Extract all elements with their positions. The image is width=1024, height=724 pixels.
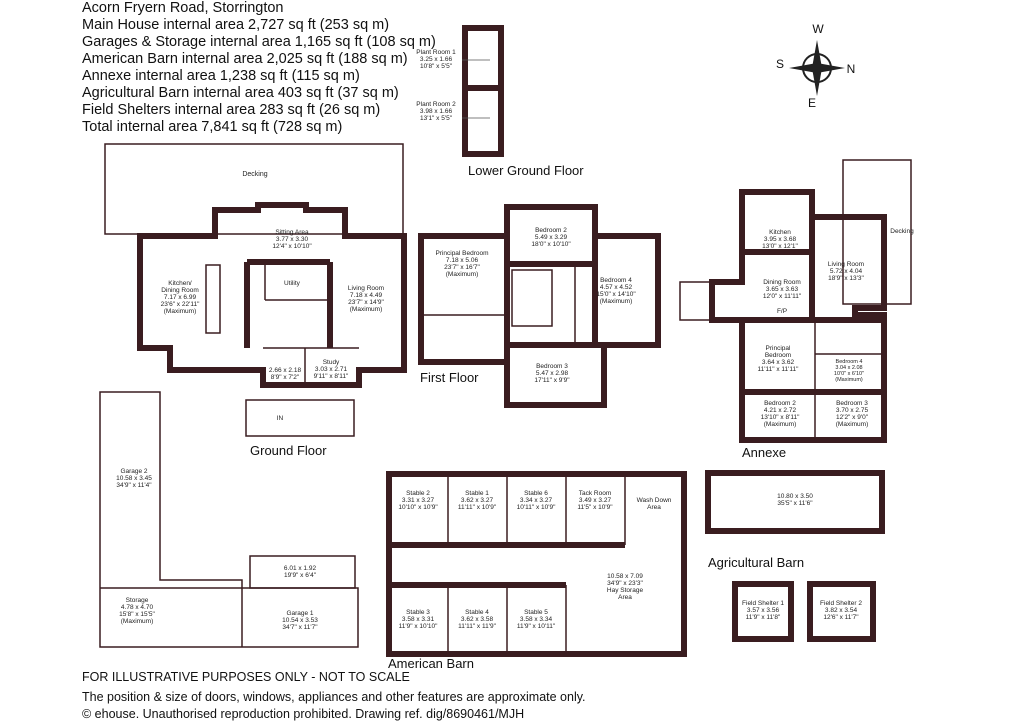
utility-label: Utility [284, 280, 301, 287]
fireplace-label: F/P [777, 308, 787, 315]
first-floor-label: First Floor [420, 370, 479, 385]
annexe-decking-label: Decking [890, 228, 914, 235]
entrance-label: IN [277, 415, 284, 422]
property-address: Acorn Fryern Road, Storrington [82, 0, 284, 16]
compass-s: S [776, 57, 784, 71]
area-garages: Garages & Storage internal area 1,165 sq… [82, 34, 436, 50]
decking-label: Decking [242, 171, 267, 178]
american-barn-label: American Barn [388, 656, 474, 671]
area-american-barn: American Barn internal area 2,025 sq ft … [82, 51, 408, 67]
compass-e: E [808, 96, 816, 110]
compass-icon: W S N E [776, 22, 855, 110]
disclaimer-text: The position & size of doors, windows, a… [82, 690, 586, 704]
area-main-house: Main House internal area 2,727 sq ft (25… [82, 17, 390, 33]
area-field-shelters: Field Shelters internal area 283 sq ft (… [82, 102, 381, 118]
annexe-label: Annexe [742, 445, 786, 460]
svg-text:2.66 x 2.188'9" x 7'2": 2.66 x 2.188'9" x 7'2" [269, 367, 302, 381]
area-total: Total internal area 7,841 sq ft (728 sq … [82, 119, 343, 135]
area-agricultural-barn: Agricultural Barn internal area 403 sq f… [82, 85, 399, 101]
ground-floor-label: Ground Floor [250, 443, 327, 458]
compass-w: W [812, 22, 824, 36]
disclaimer-title: FOR ILLUSTRATIVE PURPOSES ONLY - NOT TO … [82, 670, 410, 684]
agricultural-barn-label: Agricultural Barn [708, 555, 804, 570]
area-annexe: Annexe internal area 1,238 sq ft (115 sq… [82, 68, 360, 84]
compass-n: N [847, 62, 856, 76]
copyright-text: © ehouse. Unauthorised reproduction proh… [82, 707, 525, 721]
lower-ground-floor-label: Lower Ground Floor [468, 163, 584, 178]
header-block: Acorn Fryern Road, Storrington Main Hous… [82, 0, 436, 136]
